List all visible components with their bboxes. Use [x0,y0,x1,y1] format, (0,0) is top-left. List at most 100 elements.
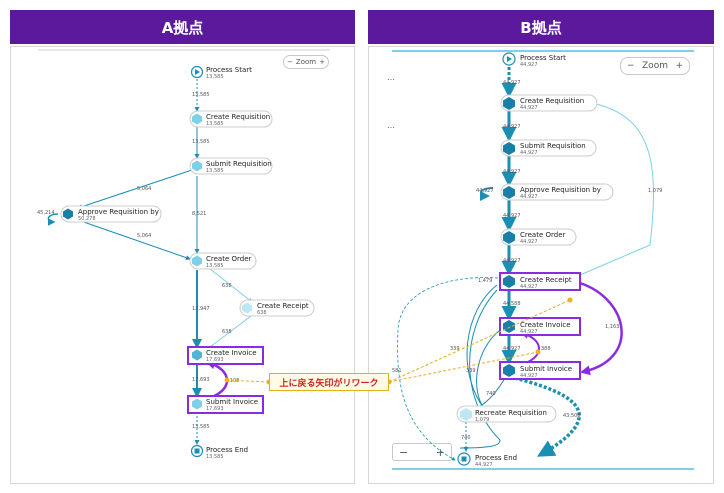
node-count: 44,927 [520,284,538,290]
node-count: 44,927 [520,194,538,200]
node-label: Create Receipt [520,276,572,284]
panel-b-header: B拠点 [368,10,714,44]
a-node-create-invoice[interactable]: Create Invoice 17,693 [187,346,264,365]
panel-a-title: A拠点 [161,18,204,37]
edge-label: 5,064 [137,186,151,192]
node-label: Submit Requisition [520,142,586,150]
edge-label: 1,479 [478,278,492,284]
panel-a-edge-labels: 13,585 13,585 5,064 5,064 8,521 638 638 … [37,92,239,430]
edge-label: 339 [466,368,476,374]
highlight-box [187,346,264,365]
panel-b-bottom-zoom-control[interactable]: − + [392,443,452,461]
node-count: 13,585 [206,121,224,127]
hexagon-icon [503,97,515,110]
hexagon-icon [503,231,515,244]
stop-icon [461,456,467,462]
a-node-create-order[interactable]: Create Order 13,585 [189,252,257,270]
hexagon-icon [63,208,73,220]
a-node-submit-requisition[interactable]: Submit Requisition 13,585 [189,157,273,175]
a-node-submit-invoice[interactable]: Submit Invoice 17,693 [187,395,264,414]
hexagon-icon [460,408,472,421]
node-count: 44,927 [520,373,538,379]
hexagon-icon [192,349,202,361]
edge-label: 44,927 [503,258,521,264]
hexagon-icon [192,160,202,172]
edge-label: 44,927 [503,169,521,175]
b-node-create-requisition[interactable]: Create Requisition 44,927 [500,94,598,112]
edge-label: 13,585 [192,424,210,430]
zoom-in-button[interactable]: + [435,445,445,459]
hexagon-icon [503,142,515,155]
hexagon-icon [503,320,515,333]
b-node-create-order[interactable]: Create Order 44,927 [500,228,577,246]
zoom-in-button[interactable]: + [319,58,325,66]
b-node-approve-requisition[interactable]: Approve Requisition by 44,927 [500,183,614,201]
highlight-box [499,361,581,380]
edge-label: 13,585 [192,139,210,145]
node-count: 1,079 [475,417,489,423]
node-count: 638 [257,310,267,316]
node-count: 13,585 [206,263,224,269]
edge-label: 388 [541,346,551,352]
panel-b-zoom-control[interactable]: − Zoom + [620,57,690,75]
edge-label: 44,927 [503,80,521,86]
node-count: 44,927 [520,239,538,245]
edge-label: 17,693 [192,377,210,383]
b-node-process-end[interactable]: Process End 44,927 [457,452,517,468]
a-node-process-start[interactable]: Process Start 13,585 [190,65,253,80]
node-count: 50,278 [78,216,96,222]
b-node-recreate-requisition[interactable]: Recreate Requisition 1,079 [456,405,557,423]
node-count: 17,693 [206,357,224,363]
zoom-label: Zoom [642,61,668,71]
node-count: 13,585 [206,168,224,174]
stop-icon [194,448,200,454]
edge-label: 44,927 [503,346,521,352]
zoom-label: Zoom [295,58,317,66]
b-node-submit-invoice[interactable]: Submit Invoice 44,927 [499,361,581,380]
hexagon-icon [192,113,202,125]
edge-label: 339 [450,346,460,352]
hexagon-icon [503,364,515,377]
node-label: Submit Requisition [206,160,272,168]
b-node-submit-requisition[interactable]: Submit Requisition 44,927 [500,139,597,157]
node-label: Submit Invoice [206,398,258,406]
a-node-create-requisition[interactable]: Create Requisition 13,585 [189,110,273,128]
node-count: 13,585 [206,74,224,80]
node-label: Approve Requisition by [520,186,601,194]
panel-b-edges [397,67,654,461]
panel-b-ellipsis-2: … [387,121,395,130]
zoom-out-button[interactable]: − [627,61,635,71]
zoom-out-button[interactable]: − [399,445,409,459]
hexagon-icon [242,302,252,314]
highlight-box [499,317,581,336]
b-node-create-invoice[interactable]: Create Invoice 44,927 [499,317,581,336]
edge-label: 740 [461,435,471,441]
a-node-process-end[interactable]: Process End 13,585 [190,444,249,461]
panel-b-ellipsis-1: … [387,73,395,82]
node-label: Create Order [206,255,251,263]
node-count: 17,693 [206,406,224,412]
b-node-process-start[interactable]: Process Start 44,927 [502,52,566,68]
callout-pointers [224,297,573,385]
a-node-create-receipt[interactable]: Create Receipt 638 [239,299,315,317]
edge-label: 44,588 [503,301,521,307]
loop-label: 45,214 [37,210,55,216]
node-label: Create Invoice [520,321,571,329]
zoom-in-button[interactable]: + [675,61,683,71]
node-label: Approve Requisition by [78,208,159,216]
a-node-approve-requisition[interactable]: Approve Requisition by 50,278 [60,205,162,223]
edge-label: 638 [222,329,232,335]
edge-label: 12,947 [192,306,210,312]
node-label: Process End [206,446,248,454]
hexagon-icon [192,398,202,410]
node-label: Create Requisition [520,97,584,105]
highlight-box [187,395,264,414]
node-label: Create Order [520,231,565,239]
edge-label: 13,585 [192,92,210,98]
node-count: 13,585 [206,454,224,460]
edge-label: 581 [392,368,402,374]
b-node-create-receipt[interactable]: Create Receipt 44,927 [499,272,581,291]
panel-a-zoom-control[interactable]: − Zoom + [283,55,329,69]
zoom-out-button[interactable]: − [287,58,293,66]
